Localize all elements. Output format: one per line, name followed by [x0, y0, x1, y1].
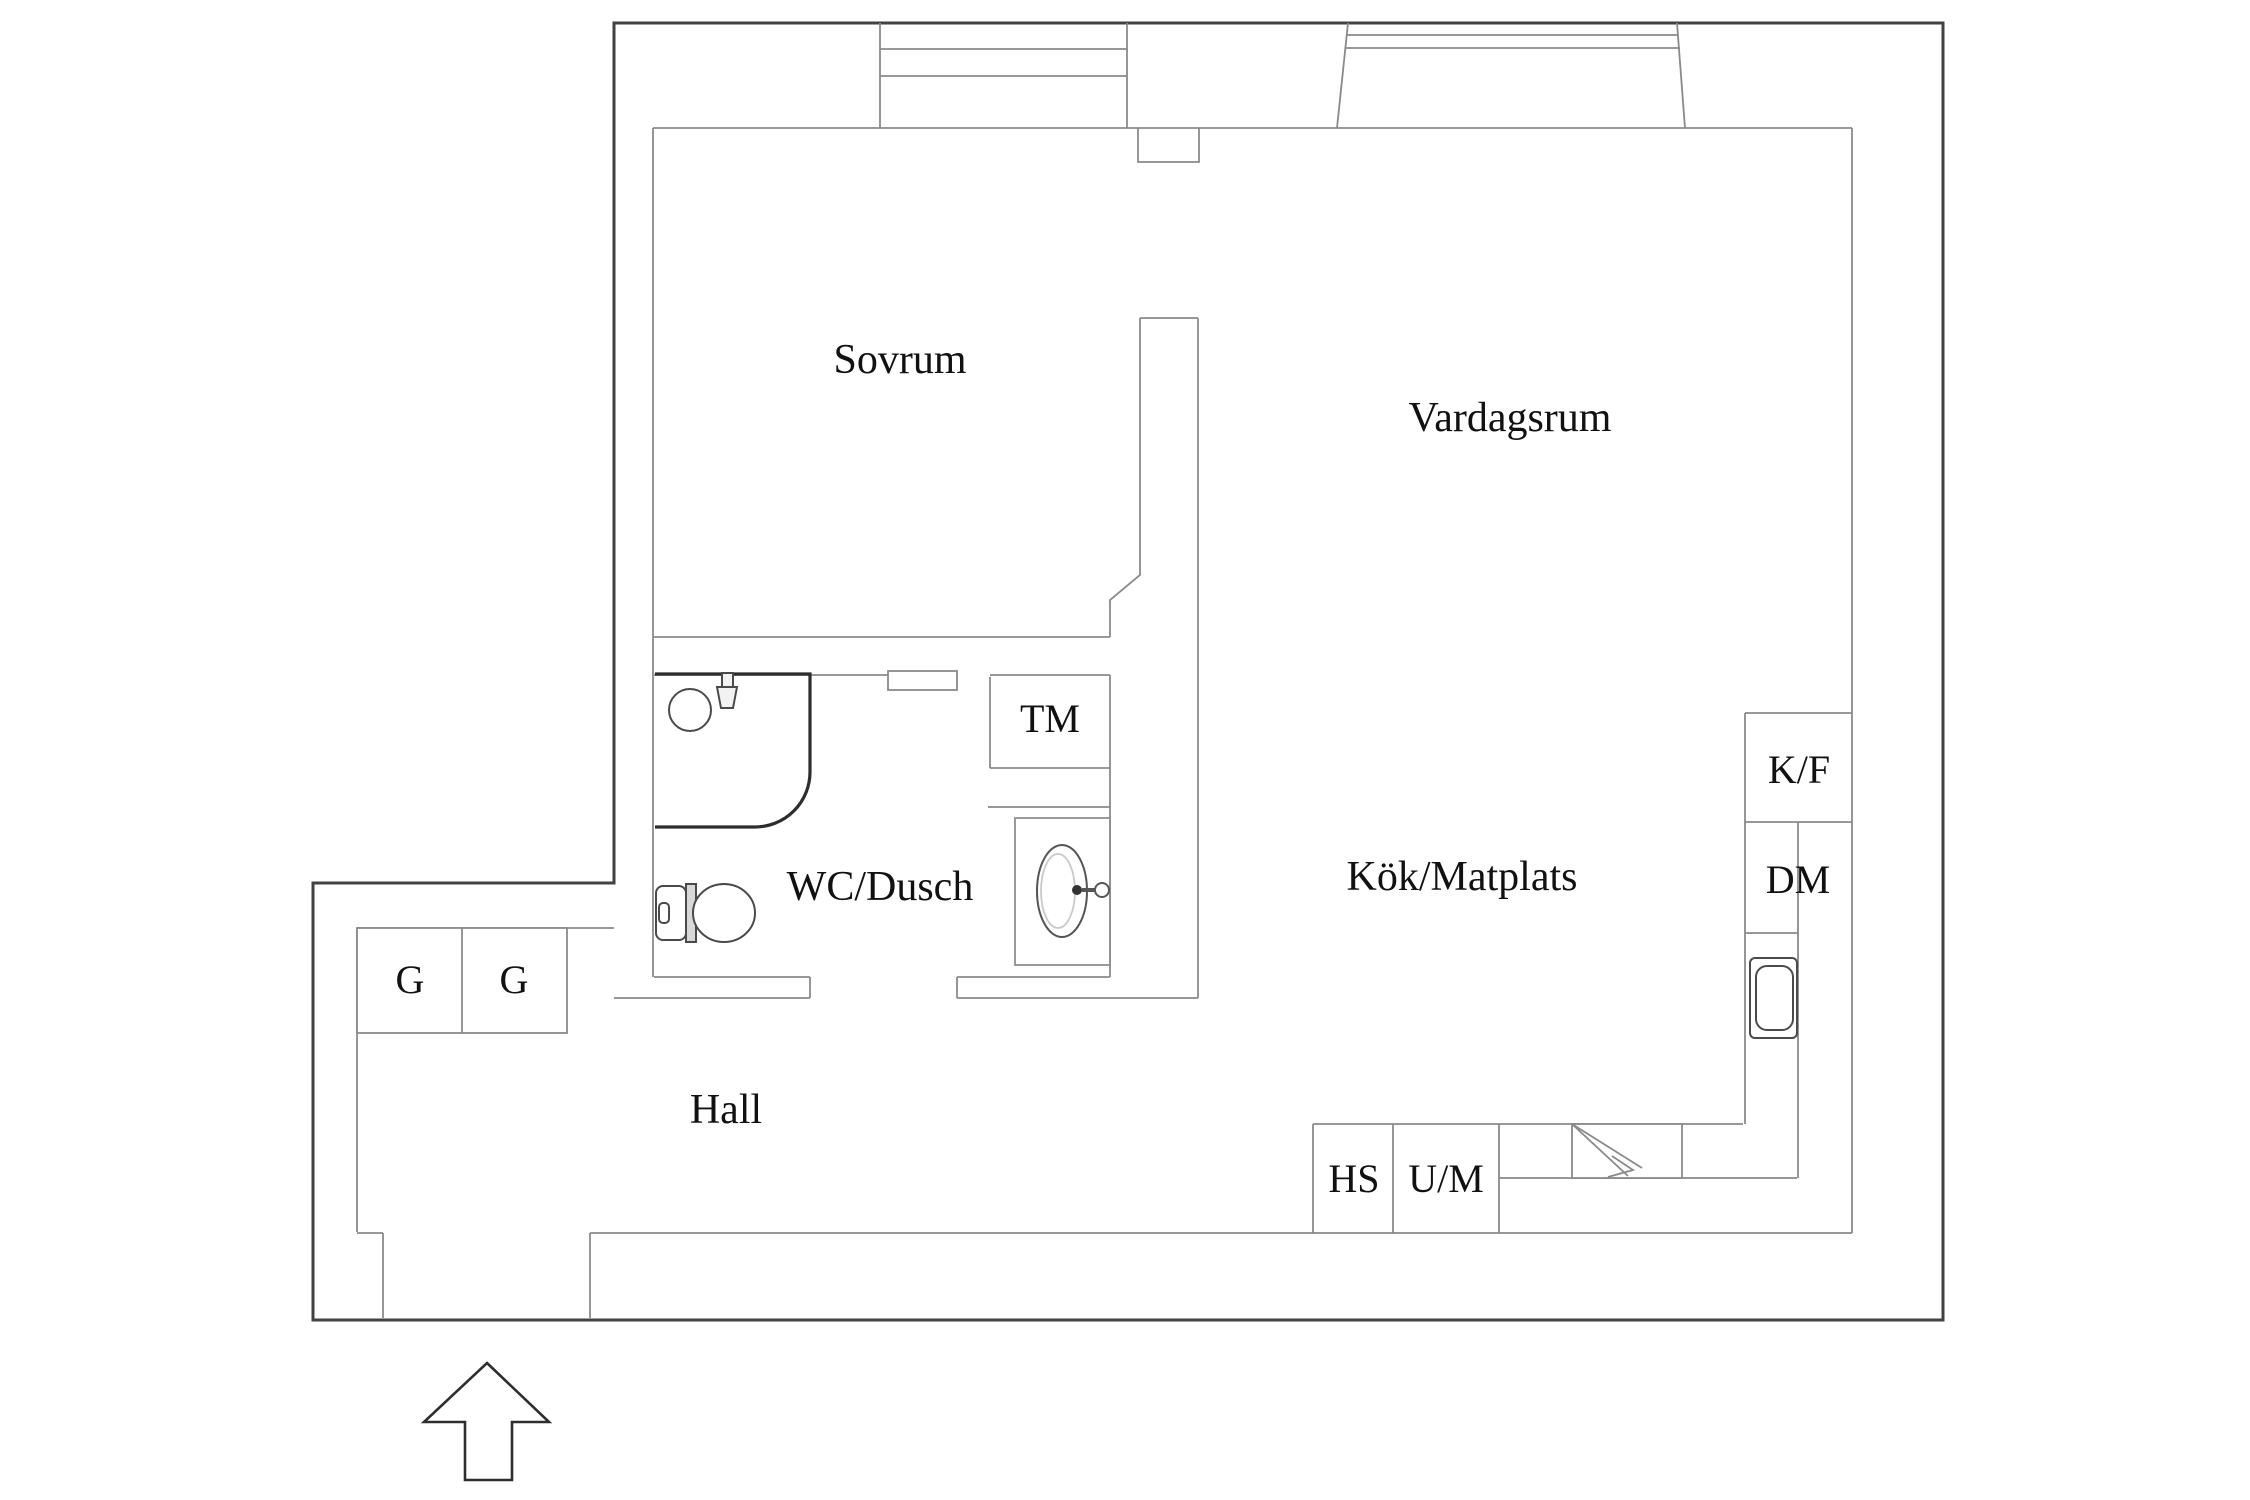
exterior-outline	[311, 21, 1945, 1322]
fixture-labels: TM K/F DM HS U/M G G	[396, 696, 1831, 1201]
room-label-bathroom: WC/Dusch	[787, 864, 974, 910]
bedroom-window	[879, 23, 1128, 128]
sink-faucet-icon	[1072, 885, 1082, 895]
room-label-living-room: Vardagsrum	[1409, 395, 1612, 441]
bathroom-door-leaf	[887, 670, 958, 691]
toilet	[655, 883, 756, 943]
bathroom-sink	[1014, 817, 1111, 966]
interior-walls	[356, 22, 1853, 1318]
room-label-kitchen: Kök/Matplats	[1347, 854, 1578, 900]
livingroom-window	[1336, 22, 1686, 129]
shower-drain-icon	[668, 688, 712, 732]
label-hs-cabinet: HS	[1328, 1156, 1379, 1201]
toilet-bowl-icon	[692, 883, 756, 943]
wall-notch	[1137, 128, 1200, 163]
kitchen-sink-basin-icon	[1755, 965, 1794, 1031]
shower-enclosure	[655, 672, 812, 829]
sink-faucet-knob	[1094, 882, 1110, 898]
label-oven-microwave: U/M	[1408, 1156, 1484, 1201]
label-fridge-freezer: K/F	[1768, 747, 1830, 792]
label-dishwasher: DM	[1766, 857, 1830, 902]
corner-cabinet	[1571, 1123, 1683, 1179]
entrance-arrow	[420, 1361, 553, 1482]
label-wardrobe-1: G	[396, 957, 425, 1002]
kitchen-sink-outer	[1749, 957, 1798, 1039]
label-washing-machine: TM	[1020, 696, 1080, 741]
shower-outline	[655, 672, 812, 829]
room-labels: Sovrum Vardagsrum WC/Dusch Kök/Matplats …	[690, 337, 1612, 1133]
room-label-hall: Hall	[690, 1087, 762, 1133]
kitchen-sink	[1749, 957, 1798, 1039]
sink-cabinet	[1014, 817, 1111, 966]
shower-fittings	[668, 672, 739, 732]
entrance-arrow-icon	[420, 1361, 553, 1482]
room-label-bedroom: Sovrum	[833, 337, 966, 383]
toilet-flush-icon	[658, 902, 670, 924]
exterior-walls	[311, 21, 1945, 1322]
label-wardrobe-2: G	[500, 957, 529, 1002]
shower-mixer-icon	[721, 672, 734, 688]
cabinet-swing-mark	[1571, 1123, 1643, 1178]
shower-head-icon	[715, 686, 739, 709]
